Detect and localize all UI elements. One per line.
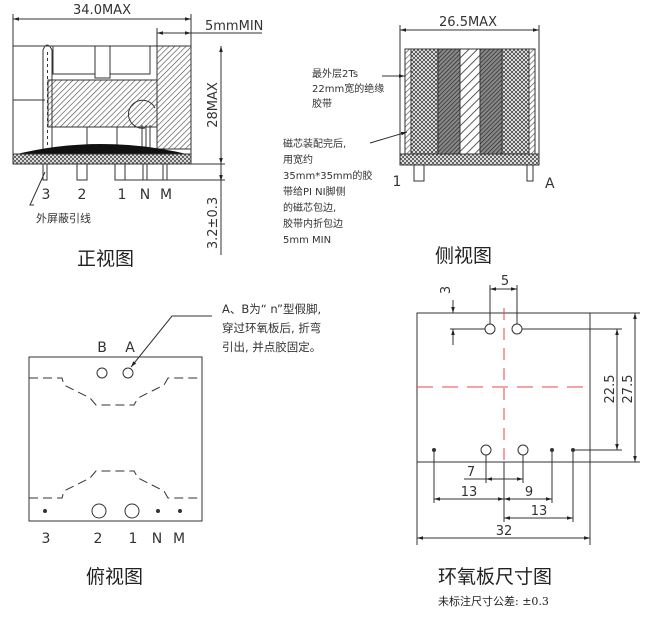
dim-outer-height: 27.5 (621, 375, 636, 404)
side-core-block (156, 45, 192, 150)
note-line: 胶带 (312, 97, 332, 110)
note-line: 35mm*35mm的胶 (283, 169, 372, 182)
front-pin-label: 3 (42, 187, 51, 203)
top-pin-label: 3 (42, 531, 51, 547)
dim-13-right: 13 (531, 504, 548, 519)
top-pin-label: N (152, 531, 162, 547)
note-line: 穿过环氧板后, 折弯 (222, 321, 321, 335)
note-line: 最外层2Ts (312, 68, 358, 80)
front-pin-length-dim: 3.2±0.3 (206, 197, 221, 249)
board-view (416, 285, 640, 545)
note-line: 引出, 并点胶固定。 (222, 340, 321, 354)
dim-top-offset: 3 (439, 286, 454, 294)
note-line: 带给PI NI脚侧 (283, 185, 346, 198)
front-pin-label: 1 (118, 187, 127, 203)
front-pin-label: 2 (78, 187, 87, 203)
top-pin-label: 2 (94, 531, 103, 547)
top-pin-label-a: A (125, 340, 135, 356)
dim-total-width: 32 (496, 524, 513, 539)
side-pin-right: A (545, 176, 555, 192)
outer-tape-note: 最外层2Ts 22mm宽的绝缘 胶带 (312, 68, 384, 110)
side-view-caption: 侧视图 (435, 245, 492, 267)
core-tape-note: 磁芯装配完后, 用宽约 35mm*35mm的胶 带给PI NI脚侧 的磁芯包边,… (283, 137, 372, 246)
side-view (369, 25, 540, 182)
front-view (12, 14, 262, 255)
core-block (47, 79, 158, 128)
dim-inner-height: 22.5 (603, 375, 618, 404)
top-bottom-pin-labels: 3 2 1 N M (42, 531, 186, 547)
dim-13-left: 13 (461, 485, 478, 500)
dim-7: 7 (467, 465, 475, 480)
top-pin-label-b: B (97, 340, 107, 356)
top-pin-label: M (173, 531, 185, 547)
top-pin-label: 1 (129, 531, 138, 547)
side-base-board (399, 153, 540, 166)
note-line: 的磁芯包边, (283, 201, 336, 214)
dummy-pin-note: A、B为“ n”型假脚, 穿过环氧板后, 折弯 引出, 并点胶固定。 (222, 302, 321, 354)
front-pin-labels: 3 2 1 N M (42, 187, 173, 203)
note-line: 用宽约 (283, 153, 313, 166)
potting-mound (13, 144, 191, 155)
front-base-board (12, 153, 192, 165)
front-height-dim: 28MAX (206, 82, 221, 128)
dim-top-hole-spacing: 5 (501, 274, 509, 289)
front-pin-label: M (160, 187, 172, 203)
dim-9: 9 (525, 485, 533, 500)
tolerance-note: 未标注尺寸公差: ±0.3 (438, 594, 549, 608)
top-view-caption: 俯视图 (86, 566, 143, 588)
note-line: 磁芯装配完后, (283, 137, 346, 150)
front-gap-dim: 5mmMIN (205, 19, 263, 34)
note-line: 胶带内折包边 (283, 217, 343, 230)
note-line: A、B为“ n”型假脚, (222, 302, 321, 316)
side-width-dim: 26.5MAX (439, 15, 497, 30)
top-view (28, 315, 212, 522)
front-pin-label: N (140, 187, 150, 203)
side-pin-left: 1 (393, 174, 402, 190)
front-width-dim: 34.0MAX (73, 3, 131, 18)
note-line: 22mm宽的绝缘 (312, 82, 384, 95)
shield-lead-note: 外屏蔽引线 (36, 211, 91, 225)
note-line: 5mm MIN (283, 235, 331, 246)
board-view-caption: 环氧板尺寸图 (438, 566, 552, 588)
front-view-caption: 正视图 (77, 248, 134, 270)
